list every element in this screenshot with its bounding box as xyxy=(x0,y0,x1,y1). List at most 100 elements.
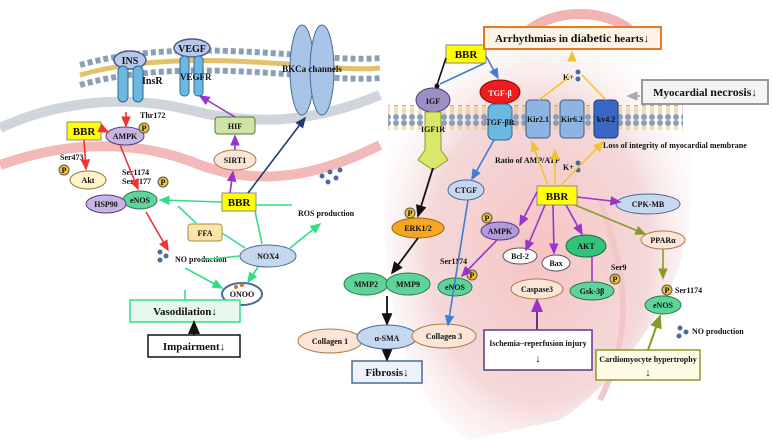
svg-text:Fibrosis↓: Fibrosis↓ xyxy=(365,367,408,379)
gsk3b-node: Ser9 P Gsk-3β xyxy=(569,263,627,301)
kir21-channel: Kir2.1 xyxy=(525,99,551,139)
kir21-label: Kir2.1 xyxy=(527,115,549,124)
ischemia-label: Ischemia–reperfusion injury xyxy=(489,339,586,348)
nox4-node: NOX4 xyxy=(239,244,297,268)
mmp9-label: MMP9 xyxy=(396,280,420,289)
bkca-channels: BKCa channels xyxy=(282,24,342,116)
fibrosis-box: Fibrosis↓ xyxy=(351,360,423,384)
arrhythmias-suffix: hearts xyxy=(611,33,644,45)
bbr-box-right-top: BBR xyxy=(445,44,487,64)
myocardial-necrosis-bold: necrosis xyxy=(710,85,751,99)
down-arrow-icon: ↓ xyxy=(751,87,757,99)
hsp90-label: HSP90 xyxy=(94,200,118,209)
kv42-channel: kv4.2 xyxy=(593,99,619,139)
enos-node-right-bottom: P Ser1174 eNOS xyxy=(644,284,702,315)
phospho-icon: P xyxy=(665,286,670,295)
svg-text:Impairment↓: Impairment↓ xyxy=(163,341,225,353)
enos-label: eNOS xyxy=(130,196,151,205)
down-arrow-icon: ↓ xyxy=(645,367,651,379)
collagen3-label: Collagen 3 xyxy=(426,332,462,341)
loss-integrity-label: Loss of integrity of myocardial membrane xyxy=(603,141,747,150)
hif-label: HIF xyxy=(228,122,242,131)
vegfr-label: VEGFR xyxy=(180,72,212,82)
asma-label: α-SMA xyxy=(375,334,400,343)
collagen1-node: Collagen 1 xyxy=(297,328,363,354)
akt-node-left: Ser473 P Akt xyxy=(58,153,107,190)
vegfr-receptor: VEGFR xyxy=(179,55,212,97)
tgfb-label: TGF-β xyxy=(488,89,511,98)
ser9-label: Ser9 xyxy=(611,263,627,272)
sirt1-node: SIRT1 xyxy=(213,149,257,171)
ampk-label: AMPK xyxy=(113,132,138,141)
no-production-left: NO production xyxy=(157,249,227,264)
down-arrow-icon: ↓ xyxy=(644,33,650,45)
cardiomyocyte-box: Cardiomyocyte hypertrophy ↓ xyxy=(595,349,701,381)
enos-label: eNOS xyxy=(445,283,466,292)
igf1r-label: IGF1R xyxy=(421,125,445,134)
hsp90-node: HSP90 xyxy=(85,194,127,214)
akt-node-right: AKT xyxy=(565,234,607,258)
impairment-box: Impairment↓ xyxy=(147,334,241,358)
phospho-icon: P xyxy=(142,124,147,133)
igf1r-receptor: IGF1R xyxy=(417,111,449,171)
ins-label: INS xyxy=(122,56,139,67)
hif-node: HIF xyxy=(214,116,256,135)
enos-label: eNOS xyxy=(653,301,674,310)
ros-label: ROS production xyxy=(298,209,355,218)
ser1174-label: Ser1174 xyxy=(675,286,702,295)
vegf-label: VEGF xyxy=(178,44,206,55)
insr-label: InsR xyxy=(142,76,163,87)
cpkmb-label: CPK-MB xyxy=(632,200,665,209)
ampk-node-right: P AMPK xyxy=(480,212,520,241)
arrhythmias-box: Arrhythmias in diabetic hearts↓ xyxy=(483,26,662,50)
ppara-node: PPARα xyxy=(640,230,686,250)
no-production-label: NO production xyxy=(692,327,744,336)
left-arrows xyxy=(80,95,322,335)
vegf-node: VEGF xyxy=(173,38,211,58)
bbr-box-left-top: BBR xyxy=(66,121,102,141)
bbr-box-left-mid: BBR xyxy=(221,192,257,212)
onoo-label: ONOO xyxy=(230,290,254,299)
svg-text:Ratio of AMP/ATP: Ratio of AMP/ATP xyxy=(495,156,560,165)
kplus-label: K+ xyxy=(563,163,574,172)
bkca-label: BKCa channels xyxy=(282,64,342,74)
phospho-icon: P xyxy=(470,271,475,280)
kv42-label: kv4.2 xyxy=(597,115,615,124)
cpkmb-node: CPK-MB xyxy=(615,193,681,215)
phospho-icon: P xyxy=(613,275,618,284)
bbr-label: BBR xyxy=(228,197,252,209)
collagen3-node: Collagen 3 xyxy=(411,323,477,349)
mmp2-node: MMP2 xyxy=(343,272,389,296)
bbr-label: BBR xyxy=(546,191,570,203)
mmp9-node: MMP9 xyxy=(385,272,431,296)
arrhythmias-prefix: Arrhythmias in xyxy=(495,33,571,45)
insr-receptor: InsR xyxy=(117,65,163,103)
ppara-label: PPARα xyxy=(650,236,676,245)
down-arrow-icon: ↓ xyxy=(220,341,226,353)
vasodilation-label: Vasodilation xyxy=(153,306,211,318)
akt-label: Akt xyxy=(82,176,95,185)
igf-label: IGF xyxy=(426,97,440,106)
right-arrows xyxy=(381,50,668,362)
phospho-icon: P xyxy=(485,214,490,223)
ischemia-box: Ischemia–reperfusion injury ↓ xyxy=(483,329,593,371)
caspase3-node: Caspase3 xyxy=(510,278,564,300)
ser473-label: Ser473 xyxy=(60,153,84,162)
enos-node-left: Ser1174 Ser 1177 P eNOS xyxy=(122,168,169,210)
myocardial-necrosis-box: Myocardial necrosis↓ xyxy=(641,79,769,105)
tgfbr-label: TGF-βR xyxy=(485,118,514,127)
kir62-channel: Kir6.2 xyxy=(559,99,585,139)
bax-label: Bax xyxy=(549,259,562,268)
ffa-node: FFA xyxy=(187,223,223,242)
phospho-icon: P xyxy=(408,209,413,218)
bcl2-label: Bcl-2 xyxy=(511,252,529,261)
tgfbr-receptor: TGF-βR xyxy=(485,103,515,141)
down-arrow-icon: ↓ xyxy=(403,367,409,379)
bax-node: Bax xyxy=(541,254,571,272)
akt-label: AKT xyxy=(577,242,595,251)
ctgf-label: CTGF xyxy=(455,186,477,195)
kir62-label: Kir6.2 xyxy=(561,115,583,124)
impairment-label: Impairment xyxy=(163,341,220,353)
erk-label: ERK1/2 xyxy=(404,224,432,233)
